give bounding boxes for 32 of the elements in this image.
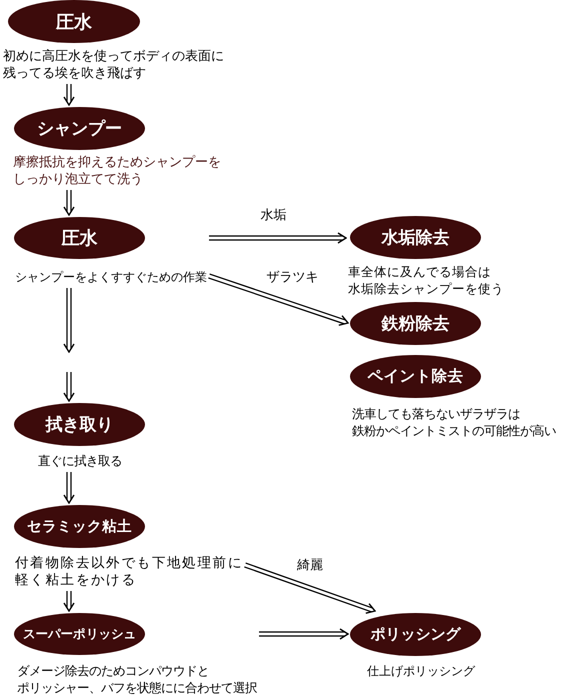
step-ellipse: セラミック粘土	[14, 505, 145, 548]
step-ellipse: 拭き取り	[14, 403, 145, 446]
double-arrow	[63, 189, 75, 216]
step-ellipse: ポリッシング	[350, 613, 481, 656]
step-description: 車全体に及んでる場合は水垢除去シャンプーを使う	[348, 263, 504, 297]
step-ellipse: スーパーポリッシュ	[14, 613, 145, 655]
double-arrow	[63, 471, 75, 504]
double-arrow	[244, 562, 376, 614]
step-description: 洗車しても落ちないザラザラは鉄粉かペイントミストの可能性が高い	[352, 406, 556, 440]
edge-label: 綺麗	[296, 558, 324, 574]
step-description: 付着物除去以外でも下地処理前に軽く粘土をかける	[15, 555, 243, 589]
step-description: 仕上げポリッシング	[367, 663, 476, 680]
step-ellipse: シャンプー	[14, 107, 145, 150]
double-arrow	[63, 371, 75, 402]
step-description: シャンプーをよくすすぐための作業	[15, 269, 207, 286]
double-arrow	[63, 287, 75, 353]
double-arrow	[63, 590, 75, 612]
step-ellipse: 鉄粉除去	[350, 302, 481, 345]
step-description: 初めに高圧水を使ってボディの表面に残ってる埃を吹き飛ばす	[3, 48, 224, 82]
step-ellipse: 水垢除去	[350, 216, 481, 259]
step-ellipse: 圧水	[14, 217, 145, 259]
double-arrow	[208, 232, 347, 244]
double-arrow	[208, 274, 349, 326]
step-ellipse: ペイント除去	[350, 355, 481, 398]
edge-label: 水垢	[260, 208, 288, 224]
step-description: 摩擦抵抗を抑えるためシャンプーをしっかり泡立てて洗う	[13, 154, 221, 188]
edge-label: ザラツキ	[266, 270, 320, 286]
step-ellipse: 圧水	[8, 0, 140, 43]
double-arrow	[63, 83, 75, 106]
step-description: 直ぐに拭き取る	[38, 453, 123, 470]
double-arrow	[258, 628, 349, 640]
step-description: ダメージ除去のためコンパウウドとポリッシャー、バフを状態にに合わせて選択	[17, 663, 257, 697]
